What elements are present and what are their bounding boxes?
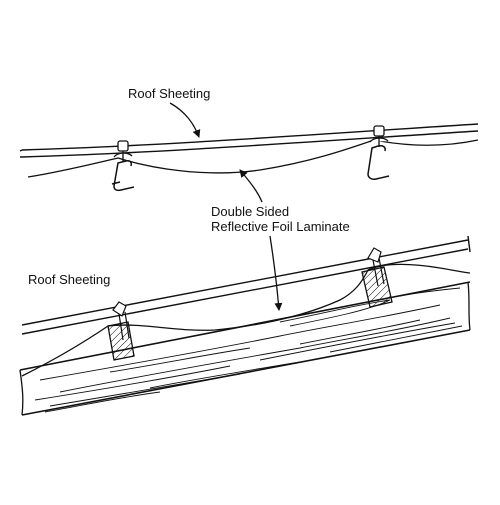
top-purlin-right [367, 145, 390, 180]
top-foil-laminate [27, 139, 479, 178]
bottom-roof-sheet [21, 235, 471, 335]
label-reflective-foil-laminate: Double Sided Reflective Foil Laminate [211, 204, 350, 234]
label-roof-sheeting-left: Roof Sheeting [28, 272, 111, 287]
arrow-roof-sheeting-top [169, 102, 201, 138]
top-fastener-right [369, 125, 389, 147]
label-foil-line-1: Double Sided [211, 204, 290, 219]
label-roof-sheeting-top: Roof Sheeting [128, 86, 211, 101]
top-fastener-left [113, 140, 133, 162]
wood-grain [34, 287, 463, 413]
bottom-screw-right [367, 247, 385, 287]
bottom-screw-left [112, 301, 130, 341]
top-detail [19, 123, 479, 192]
arrow-foil-to-top [239, 169, 263, 203]
bottom-timber-rafter [19, 281, 471, 416]
bottom-detail [19, 235, 471, 416]
top-purlin-left [111, 160, 135, 192]
bottom-batten-right [361, 266, 393, 308]
arrow-foil-to-bottom [269, 235, 283, 311]
label-foil-line-2: Reflective Foil Laminate [211, 219, 350, 234]
top-roof-sheet [19, 123, 479, 158]
leader-arrows [169, 102, 283, 311]
